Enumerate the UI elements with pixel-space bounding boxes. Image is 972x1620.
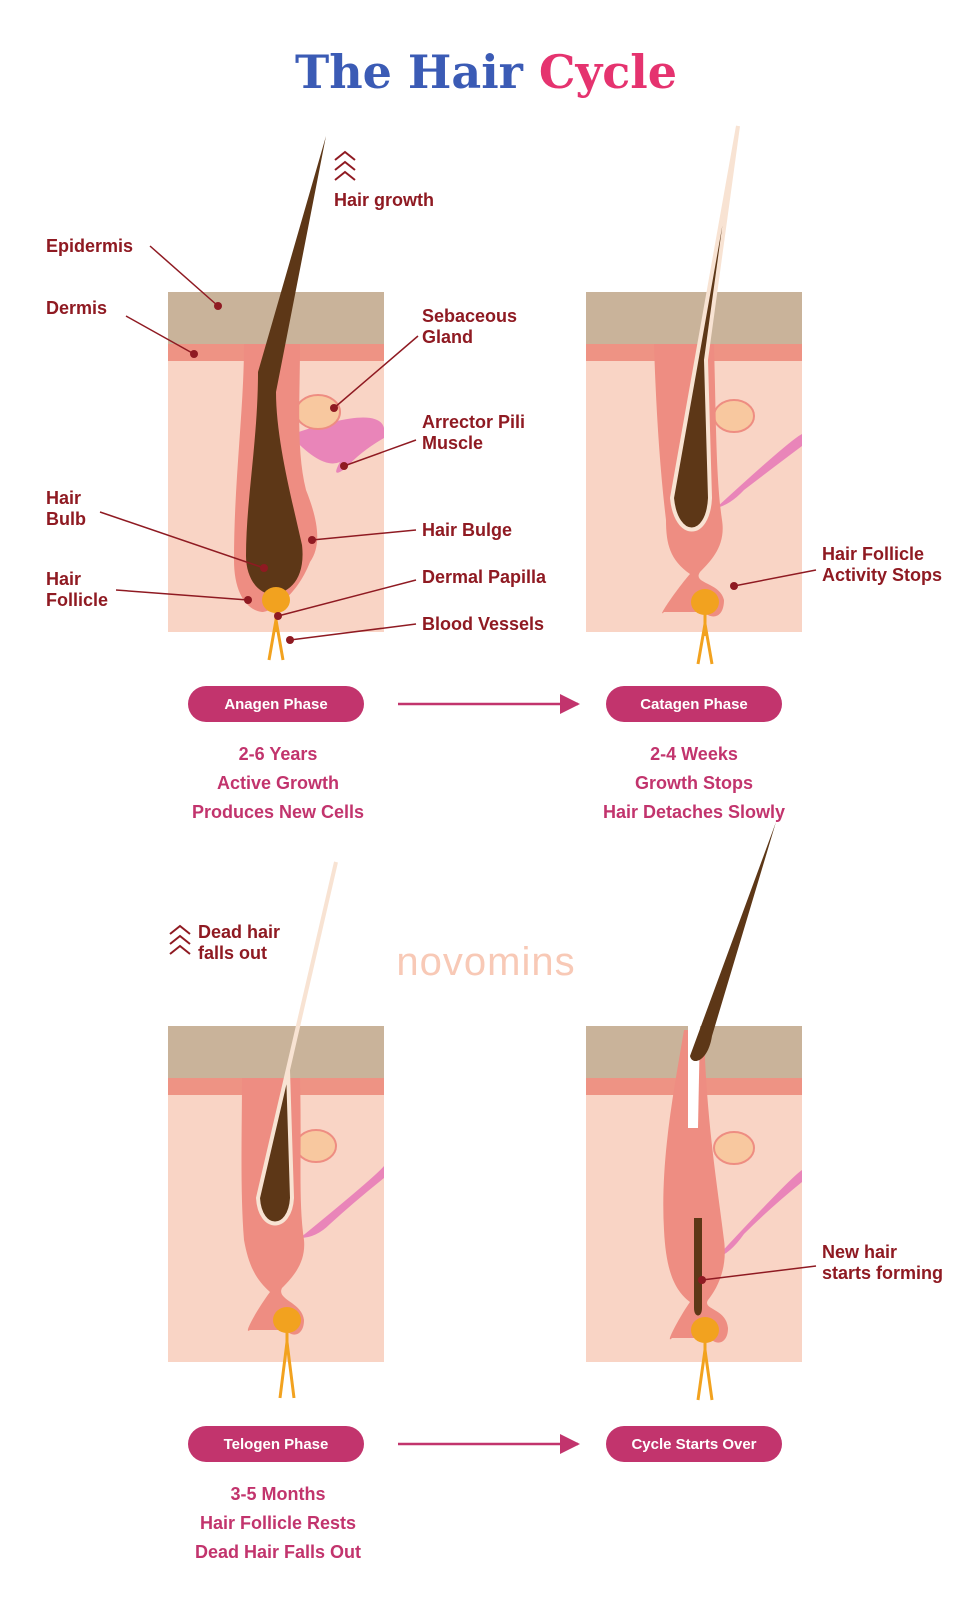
catagen-line-3: Hair Detaches Slowly — [603, 802, 785, 822]
label-sebaceous-gland-group: Sebaceous Gland — [330, 306, 517, 412]
chevron-up-icon — [169, 924, 191, 955]
title-part-pink: Cycle — [539, 45, 677, 99]
watermark-logo: novomins — [396, 940, 575, 984]
catagen-line-2: Growth Stops — [635, 773, 753, 793]
phase-name-telogen: Telogen Phase — [224, 1436, 329, 1453]
phase-pill-cycle-restart — [606, 1426, 782, 1462]
cycle-restart-panel — [586, 822, 802, 1401]
catagen-line-1: 2-4 Weeks — [650, 744, 738, 764]
telogen-line-2: Hair Follicle Rests — [200, 1513, 356, 1533]
label-hair-follicle-1: Hair — [46, 569, 81, 589]
telogen-line-3: Dead Hair Falls Out — [195, 1542, 361, 1562]
label-follicle-activity-stops-2: Activity Stops — [822, 565, 942, 585]
hair-shaft — [246, 136, 326, 594]
label-dermal-papilla: Dermal Papilla — [422, 567, 547, 587]
label-blood-vessels: Blood Vessels — [422, 614, 544, 634]
label-hair-follicle-group: Hair Follicle — [46, 569, 252, 610]
anagen-panel — [168, 136, 384, 661]
label-follicle-activity-stops-group: Hair Follicle Activity Stops — [730, 544, 942, 590]
telogen-line-1: 3-5 Months — [230, 1484, 325, 1504]
label-new-hair-group: New hair starts forming — [698, 1242, 943, 1284]
anagen-line-2: Active Growth — [217, 773, 339, 793]
catagen-panel — [586, 125, 802, 665]
label-dead-hair-1: Dead hair — [198, 922, 280, 942]
phase-pill-anagen — [188, 686, 364, 722]
label-hair-bulb-2: Bulb — [46, 509, 86, 529]
phase-telogen: Telogen Phase 3-5 Months Hair Follicle R… — [188, 1426, 364, 1562]
label-hair-bulb-group: Hair Bulb — [46, 488, 268, 572]
chevron-up-icon — [334, 150, 356, 181]
anagen-line-3: Produces New Cells — [192, 802, 364, 822]
label-new-hair-2: starts forming — [822, 1263, 943, 1283]
label-sebaceous-gland-1: Sebaceous — [422, 306, 517, 326]
sebaceous-gland — [295, 394, 341, 430]
phase-name-anagen: Anagen Phase — [224, 696, 327, 713]
label-arrector-pili-group: Arrector Pili Muscle — [340, 412, 525, 470]
phase-anagen: Anagen Phase 2-6 Years Active Growth Pro… — [188, 686, 364, 822]
label-follicle-activity-stops-1: Hair Follicle — [822, 544, 924, 564]
label-dermis-group: Dermis — [46, 298, 198, 358]
telogen-panel — [168, 861, 384, 1399]
phase-pill-telogen — [188, 1426, 364, 1462]
phase-catagen: Catagen Phase 2-4 Weeks Growth Stops Hai… — [603, 686, 785, 822]
title-part-blue: The Hair — [295, 45, 524, 99]
label-hair-bulb-1: Hair — [46, 488, 81, 508]
dead-hair-indicator: Dead hair falls out — [169, 922, 280, 963]
diagram-title: The Hair Cycle — [295, 45, 677, 99]
anagen-line-1: 2-6 Years — [239, 744, 318, 764]
label-hair-bulge: Hair Bulge — [422, 520, 512, 540]
phase-name-catagen: Catagen Phase — [640, 696, 748, 713]
label-new-hair-1: New hair — [822, 1242, 897, 1262]
label-dermis: Dermis — [46, 298, 107, 318]
phase-pill-catagen — [606, 686, 782, 722]
label-hair-growth: Hair growth — [334, 190, 434, 210]
label-arrector-pili-1: Arrector Pili — [422, 412, 525, 432]
label-blood-vessels-group: Blood Vessels — [286, 614, 544, 644]
phase-name-cycle-restart: Cycle Starts Over — [631, 1436, 756, 1453]
label-hair-follicle-2: Follicle — [46, 590, 108, 610]
hair-growth-indicator: Hair growth — [334, 150, 434, 210]
label-epidermis: Epidermis — [46, 236, 133, 256]
label-dead-hair-2: falls out — [198, 943, 267, 963]
label-sebaceous-gland-2: Gland — [422, 327, 473, 347]
label-hair-bulge-group: Hair Bulge — [308, 520, 512, 544]
label-epidermis-group: Epidermis — [46, 236, 222, 310]
label-dermal-papilla-group: Dermal Papilla — [274, 567, 547, 620]
phase-cycle-restart: Cycle Starts Over — [606, 1426, 782, 1462]
label-arrector-pili-2: Muscle — [422, 433, 483, 453]
arrector-pili-muscle — [290, 417, 384, 473]
dermal-papilla — [262, 587, 290, 613]
